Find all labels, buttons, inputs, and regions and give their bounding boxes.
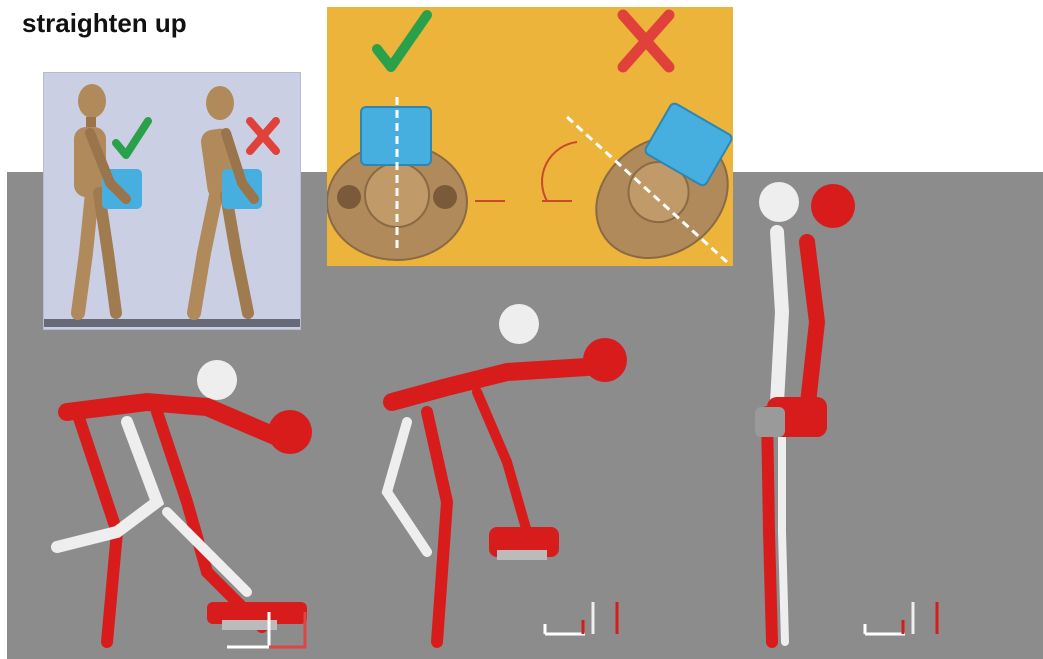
side-view-posture-panel <box>43 72 301 330</box>
cross-icon <box>250 121 276 151</box>
cross-icon <box>623 15 669 67</box>
check-icon <box>377 15 427 67</box>
page-title: straighten up <box>22 8 187 39</box>
angle-arc-icon <box>475 142 577 201</box>
top-view-twist-panel <box>327 7 733 266</box>
mannequin-topview-aligned <box>327 97 467 260</box>
skeleton-deep-squat-lift <box>57 360 312 642</box>
check-icon <box>116 121 148 155</box>
force-indicator-2 <box>545 602 617 634</box>
force-indicator-3 <box>865 602 937 634</box>
skeleton-standing-upright <box>755 182 855 642</box>
mannequin-upright-carrying-box <box>74 84 142 313</box>
skeleton-bent-over-lift <box>387 304 627 642</box>
